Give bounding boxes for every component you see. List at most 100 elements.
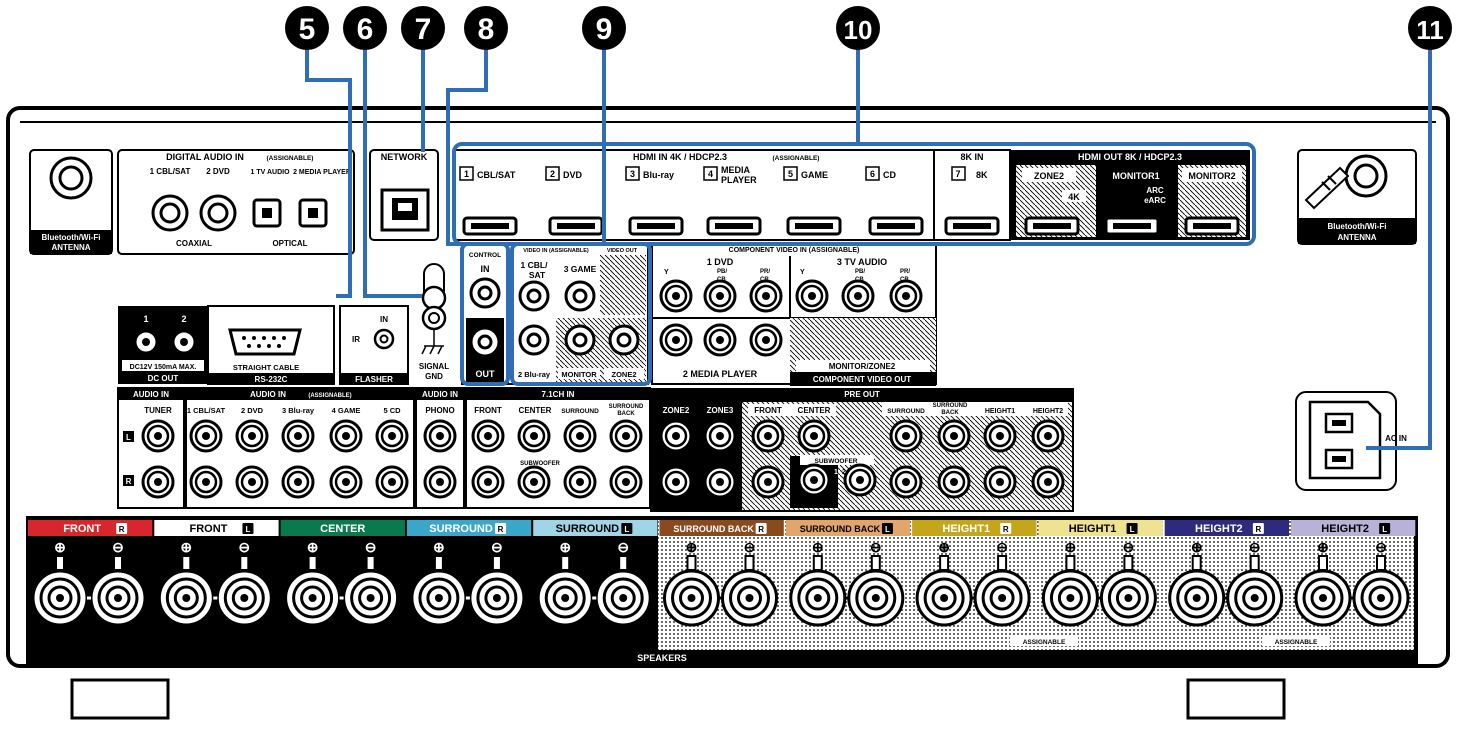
speaker-binding-post[interactable] [721,555,778,627]
audio-jack-r[interactable] [937,465,971,499]
callout-lines [305,48,1432,450]
audio-jack-l[interactable] [517,419,551,453]
audio-jack-l[interactable] [1031,419,1065,453]
audio-jack-l[interactable] [471,419,505,453]
video-out-monitor-jack[interactable] [564,324,596,356]
component-in-jack[interactable] [659,279,693,313]
audio-jack-l[interactable] [235,419,269,453]
video-in3-jack[interactable] [564,280,596,312]
flasher-jack[interactable] [373,328,395,350]
audio-jack-r[interactable] [563,465,597,499]
audio-jack-r[interactable] [517,465,551,499]
digital-in-3: 1 TV AUDIO [250,169,290,176]
audio-jack-r[interactable] [751,465,785,499]
audio-jack-r[interactable] [141,465,175,499]
audio-in-tuner-label: TUNER [144,406,172,415]
audio-jack-r[interactable] [659,465,693,499]
audio-jack-l[interactable] [703,419,737,453]
speaker-binding-post[interactable] [789,555,847,627]
bt-wifi-antenna-right[interactable]: Bluetooth/Wi-Fi ANTENNA [1297,149,1417,245]
audio-jack-l[interactable] [329,419,363,453]
rs232c-port[interactable] [228,328,302,356]
speaker-binding-post[interactable] [410,555,468,627]
optical-label: OPTICAL [272,239,307,248]
audio-jack-l[interactable] [609,419,643,453]
hdmi-in-label: MEDIA [721,165,751,175]
speaker-binding-post[interactable] [284,555,342,627]
remote-out-jack[interactable] [469,326,501,358]
audio-jack-l[interactable] [423,419,457,453]
plus-icon: ⊕ [433,539,445,555]
signal-gnd[interactable]: SIGNAL GND [419,263,449,381]
minus-icon: ⊖ [870,539,882,555]
component-in-jack[interactable] [659,323,693,357]
component-in-jack[interactable] [795,279,829,313]
audio-jack-r[interactable] [375,465,409,499]
speaker-binding-post[interactable] [215,555,273,627]
component-in-jack[interactable] [749,279,783,313]
pre-out-sub2-jack[interactable] [843,463,877,497]
audio-jack-l[interactable] [937,419,971,453]
audio-jack-r[interactable] [423,465,457,499]
ac-in[interactable]: AC IN [1295,391,1407,491]
speaker-side-marker: L [1382,525,1387,534]
speaker-channel-label: CENTER [320,523,365,535]
audio-jack-r[interactable] [889,465,923,499]
video-in2-jack[interactable] [518,324,550,356]
audio-jack-r[interactable] [281,465,315,499]
speaker-binding-post[interactable] [89,555,147,627]
network-port[interactable]: NETWORK [369,149,439,241]
audio-jack-l[interactable] [563,419,597,453]
audio-jack-r[interactable] [189,465,223,499]
hdmi-in-label: CD [883,170,896,180]
hdmi-in-num-box [865,166,880,181]
component-in-jack[interactable] [749,323,783,357]
speaker-side-marker: L [624,525,629,534]
pre-out-sb1: SURROUND [933,403,968,409]
audio-jack-r[interactable] [1031,465,1065,499]
audio-jack-r[interactable] [703,465,737,499]
audio-jack-r[interactable] [329,465,363,499]
audio-jack-r[interactable] [471,465,505,499]
minus-icon: ⊖ [491,539,503,555]
audio-jack-l[interactable] [281,419,315,453]
audio-jack-l[interactable] [889,419,923,453]
audio-jack-l[interactable] [659,419,693,453]
audio-jack-r[interactable] [609,465,643,499]
speaker-binding-post[interactable] [847,555,905,627]
component-in-jack[interactable] [889,279,923,313]
flasher-ir: IR [352,335,360,344]
pre-out-center-jack[interactable] [797,419,831,453]
coax-jack-1[interactable] [151,194,189,232]
speaker-binding-post[interactable] [536,555,594,627]
speaker-binding-post[interactable] [663,555,720,627]
audio-jack-l[interactable] [141,419,175,453]
speaker-binding-post[interactable] [1041,555,1099,627]
component-in-jack[interactable] [841,279,875,313]
speaker-binding-post[interactable] [594,555,652,627]
digital-in-2: 2 DVD [206,167,230,176]
video-out-zone2-jack[interactable] [608,324,640,356]
speaker-binding-post[interactable] [342,555,400,627]
speaker-binding-post[interactable] [973,555,1031,627]
bt-wifi-antenna-left[interactable]: Bluetooth/Wi-Fi ANTENNA [29,149,113,255]
remote-in-jack[interactable] [469,277,501,309]
audio-jack-l[interactable] [983,419,1017,453]
pre-out-sub1-jack[interactable] [797,463,831,497]
coax-jack-2[interactable] [199,194,237,232]
speaker-binding-post[interactable] [1168,555,1226,627]
audio-jack-l[interactable] [751,419,785,453]
component-in-jack[interactable] [703,279,737,313]
video-in1-jack[interactable] [518,280,550,312]
audio-jack-r[interactable] [235,465,269,499]
speaker-binding-post[interactable] [468,555,526,627]
audio-jack-l[interactable] [189,419,223,453]
speaker-binding-post[interactable] [1226,555,1284,627]
audio-jack-l[interactable] [375,419,409,453]
audio-jack-r[interactable] [983,465,1017,499]
speaker-binding-post[interactable] [157,555,215,627]
component-in-jack[interactable] [703,323,737,357]
